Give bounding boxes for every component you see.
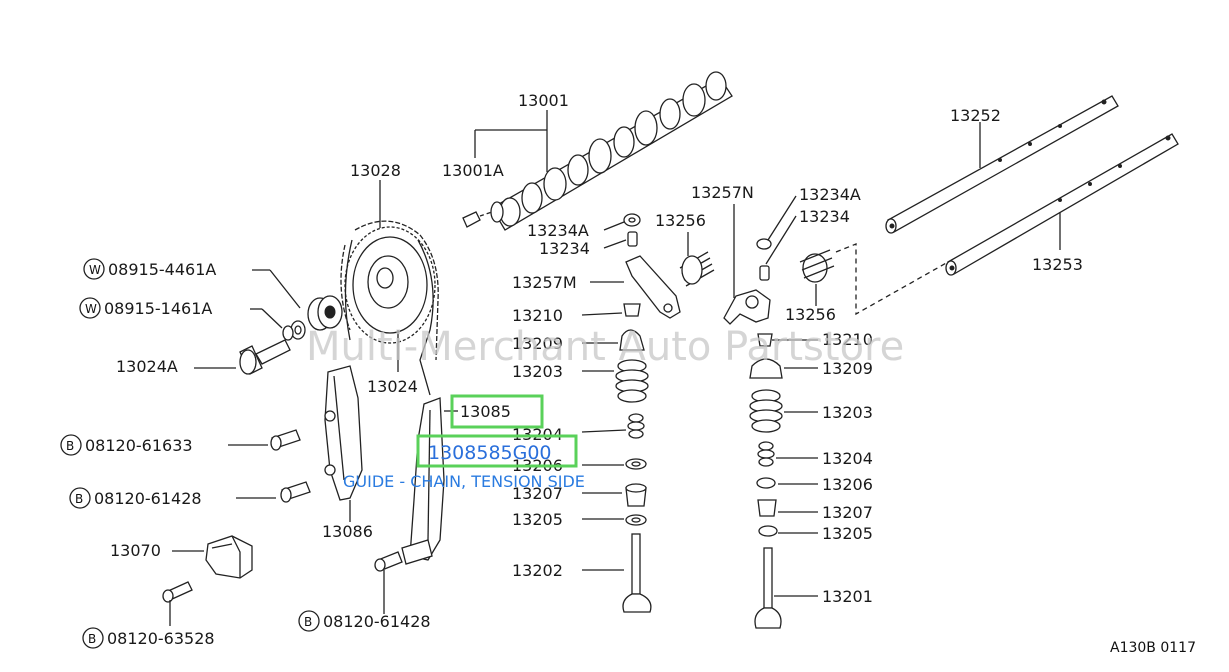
bolt-08120-61633 bbox=[270, 429, 301, 451]
label-13207-left[interactable]: 13207 bbox=[512, 484, 563, 503]
chain-guide-13086 bbox=[324, 365, 363, 501]
left-valve-stack bbox=[615, 213, 715, 613]
label-13206-right[interactable]: 13206 bbox=[822, 475, 873, 494]
bolt-13024A bbox=[239, 339, 291, 375]
label-13209-right[interactable]: 13209 bbox=[822, 359, 873, 378]
label-13253[interactable]: 13253 bbox=[1032, 255, 1083, 274]
bolt-08120-61428-bottom bbox=[374, 551, 403, 572]
label-13028[interactable]: 13028 bbox=[350, 161, 401, 180]
label-08915-1461A[interactable]: 08915-1461A bbox=[104, 299, 212, 318]
label-08915-4461A[interactable]: 08915-4461A bbox=[108, 260, 216, 279]
label-08120-63528[interactable]: 08120-63528 bbox=[107, 629, 215, 648]
label-13202[interactable]: 13202 bbox=[512, 561, 563, 580]
washer-08915-1461A bbox=[282, 320, 306, 341]
bolt-symbol-text: B bbox=[75, 492, 83, 506]
label-08120-61428-bottom[interactable]: 08120-61428 bbox=[323, 612, 431, 631]
leader-13001 bbox=[474, 110, 548, 172]
label-13209-left[interactable]: 13209 bbox=[512, 334, 563, 353]
washer-symbol-icon bbox=[83, 258, 105, 280]
washer-symbol-text: W bbox=[89, 263, 101, 277]
label-13234-right[interactable]: 13234 bbox=[799, 207, 850, 226]
bolt-symbol-text: B bbox=[66, 439, 74, 453]
label-13203-right[interactable]: 13203 bbox=[822, 403, 873, 422]
label-13257N[interactable]: 13257N bbox=[691, 183, 754, 202]
label-13210-right[interactable]: 13210 bbox=[822, 330, 873, 349]
part-number-link[interactable]: 1308585G00 bbox=[428, 442, 552, 464]
bolt-08120-61428-left bbox=[280, 481, 311, 503]
right-valve-stack bbox=[723, 238, 835, 629]
highlight-box-part-number bbox=[416, 434, 578, 468]
label-13070[interactable]: 13070 bbox=[110, 541, 161, 560]
bolt-symbol-icon bbox=[298, 610, 320, 632]
tensioner-13070 bbox=[205, 535, 253, 579]
watermark-text: Multi-Merchant Auto Partstore bbox=[306, 324, 904, 370]
label-13001A[interactable]: 13001A bbox=[442, 161, 504, 180]
label-13252[interactable]: 13252 bbox=[950, 106, 1001, 125]
bolt-symbol-text: B bbox=[304, 615, 312, 629]
label-13204-right[interactable]: 13204 bbox=[822, 449, 873, 468]
label-13085[interactable]: 13085 bbox=[460, 402, 511, 421]
label-13203-left[interactable]: 13203 bbox=[512, 362, 563, 381]
highlight-box-13085 bbox=[450, 394, 544, 429]
label-13024[interactable]: 13024 bbox=[367, 377, 418, 396]
label-13234A-left[interactable]: 13234A bbox=[527, 221, 589, 240]
label-13256-right[interactable]: 13256 bbox=[785, 305, 836, 324]
cam-sprocket-13024 bbox=[344, 226, 436, 396]
label-08120-61633[interactable]: 08120-61633 bbox=[85, 436, 193, 455]
label-13210-left[interactable]: 13210 bbox=[512, 306, 563, 325]
rocker-shaft-13253 bbox=[945, 133, 1179, 276]
diagram-code: A130B 0117 bbox=[1110, 640, 1196, 656]
spacer-08915-4461A bbox=[307, 295, 343, 331]
washer-symbol-text: W bbox=[85, 302, 97, 316]
label-13086[interactable]: 13086 bbox=[322, 522, 373, 541]
bolt-symbol-icon bbox=[60, 434, 82, 456]
rocker-shaft-13252 bbox=[885, 95, 1119, 234]
label-13024A[interactable]: 13024A bbox=[116, 357, 178, 376]
bolt-08120-63528 bbox=[162, 581, 193, 603]
part-description: GUIDE - CHAIN, TENSION SIDE bbox=[343, 472, 585, 491]
label-08120-61428-left[interactable]: 08120-61428 bbox=[94, 489, 202, 508]
label-13234A-right[interactable]: 13234A bbox=[799, 185, 861, 204]
label-13257M[interactable]: 13257M bbox=[512, 273, 577, 292]
bolt-symbol-icon bbox=[69, 487, 91, 509]
label-13001[interactable]: 13001 bbox=[518, 91, 569, 110]
timing-chain-13028 bbox=[340, 220, 439, 361]
label-13205-left[interactable]: 13205 bbox=[512, 510, 563, 529]
washer-symbol-icon bbox=[79, 297, 101, 319]
label-13205-right[interactable]: 13205 bbox=[822, 524, 873, 543]
label-13207-right[interactable]: 13207 bbox=[822, 503, 873, 522]
bolt-symbol-text: B bbox=[88, 632, 96, 646]
label-13256-left[interactable]: 13256 bbox=[655, 211, 706, 230]
camshaft-13001 bbox=[462, 71, 733, 231]
bolt-symbol-icon bbox=[82, 627, 104, 649]
label-13234-left[interactable]: 13234 bbox=[539, 239, 590, 258]
label-13201[interactable]: 13201 bbox=[822, 587, 873, 606]
